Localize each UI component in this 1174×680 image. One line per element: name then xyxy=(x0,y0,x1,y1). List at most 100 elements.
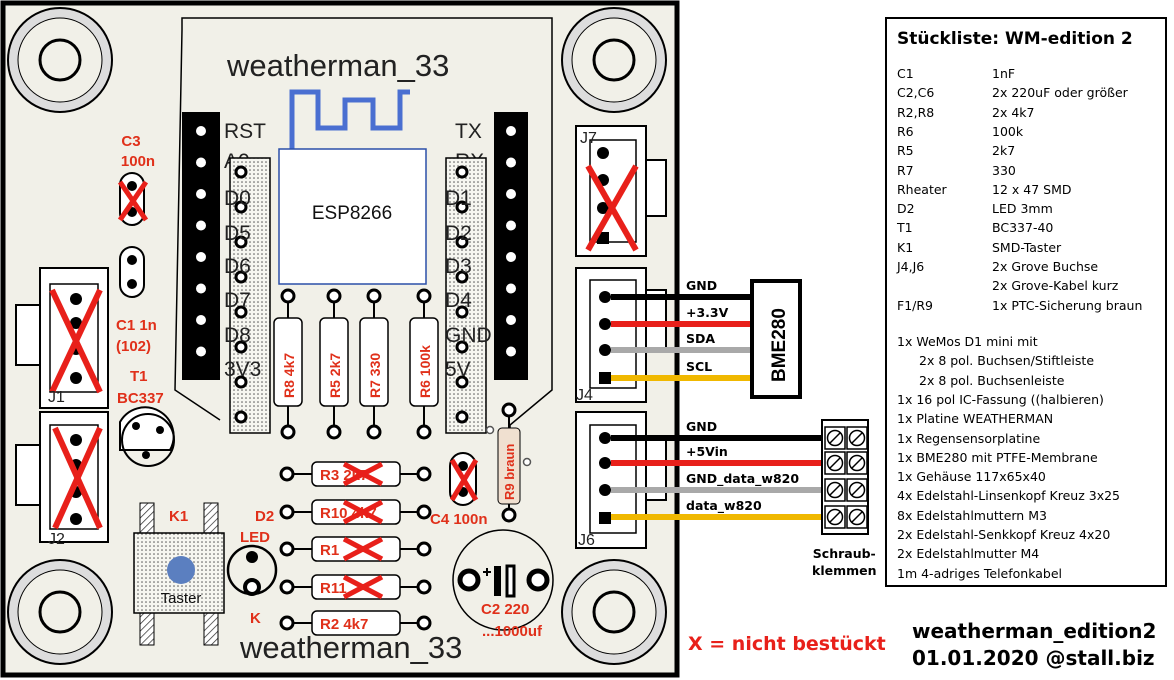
parts-list-item: 1x Platine WEATHERMAN xyxy=(897,411,1054,427)
taster-label: Taster xyxy=(161,590,202,607)
d2-label: D2 xyxy=(255,508,274,525)
legend-not-populated: X = nicht bestückt xyxy=(688,633,886,655)
parts-list-ref: T1 xyxy=(897,220,913,236)
header-pin xyxy=(196,346,206,357)
c2-range: ...1000uf xyxy=(482,623,543,640)
header-left xyxy=(182,112,220,380)
r6-label: R6 100k xyxy=(417,345,433,398)
c4-label: C4 100n xyxy=(430,511,488,528)
connector-j7 xyxy=(575,125,667,257)
pcb-title-bottom: weatherman_33 xyxy=(239,630,462,665)
parts-list-part: 12 x 47 SMD xyxy=(992,181,1072,197)
resistor-r2: R2 4k7 xyxy=(279,610,432,636)
socket-pin xyxy=(455,375,469,389)
resistor-r11: R11 xyxy=(279,574,432,600)
edition-info: weatherman_edition2 01.01.2020 @stall.bi… xyxy=(912,618,1156,672)
bme-wire-label: +3.3V xyxy=(686,305,729,320)
screw-terminal-label-line2: klemmen xyxy=(812,563,877,578)
mounting-hole-top-right xyxy=(561,7,667,113)
parts-list-item: 1x BME280 mit PTFE-Membrane xyxy=(897,449,1098,465)
j6-label: J6 xyxy=(578,532,595,549)
socket-pin xyxy=(455,235,469,249)
left-pin-label: D7 xyxy=(224,289,251,312)
switch-k1-button xyxy=(167,556,195,584)
j4-label: J4 xyxy=(576,387,593,404)
socket-pin xyxy=(234,410,248,424)
t1-type: BC337 xyxy=(117,390,164,407)
c1-label: C1 1n xyxy=(116,317,157,334)
parts-list-item: 2x Edelstahlmutter M4 xyxy=(897,546,1040,562)
led-d2 xyxy=(226,544,278,596)
switch-k1-pad-tl xyxy=(139,502,155,534)
j1-label: J1 xyxy=(48,389,65,406)
r1-label: R1 xyxy=(320,542,339,559)
switch-k1-pad-bl xyxy=(139,612,155,646)
resistor-r9 xyxy=(485,402,532,523)
left-pin-label: 3V3 xyxy=(224,358,261,381)
right-pin-label: 5V xyxy=(445,358,471,381)
bme-wire-label: GND xyxy=(686,278,717,293)
k-label: K xyxy=(250,610,261,627)
resistor-r7: R7 330 xyxy=(359,288,389,440)
connector-j1 xyxy=(15,267,109,409)
left-pin-label: D5 xyxy=(224,222,251,245)
parts-list-ref: R2,R8 xyxy=(897,104,935,120)
header-pin xyxy=(506,283,516,294)
header-pin xyxy=(196,189,206,199)
pcb-title-top: weatherman_33 xyxy=(226,48,449,83)
socket-pin xyxy=(455,410,469,424)
transistor-t1 xyxy=(119,406,175,467)
c2-label: C2 220 xyxy=(481,601,529,618)
resistor-r5: R5 2k7 xyxy=(319,288,349,440)
resistor-r8: R8 4k7 xyxy=(273,288,303,440)
capacitor-c2 xyxy=(452,529,554,631)
parts-list-part: 2k7 xyxy=(992,143,1016,159)
parts-list-part: 2x 220uF oder größer xyxy=(992,85,1128,101)
j2-label: J2 xyxy=(48,531,65,548)
header-pin xyxy=(196,315,206,325)
header-pin xyxy=(506,189,516,199)
socket-pin xyxy=(234,235,248,249)
screw-terminal-label-line1: Schraub- xyxy=(812,546,876,561)
r8-label: R8 4k7 xyxy=(281,353,297,398)
capacitor-c4 xyxy=(449,452,479,506)
k1-label: K1 xyxy=(169,508,188,525)
parts-list-ref: F1/R9 xyxy=(897,297,933,313)
socket-pin xyxy=(234,270,248,284)
parts-list-part: 1x PTC-Sicherung braun xyxy=(992,297,1143,313)
parts-list-ref: R5 xyxy=(897,143,914,159)
resistor-r3: R3 2k7 xyxy=(279,461,432,487)
bme280-label: BME280 xyxy=(769,308,790,382)
edition-name: weatherman_edition2 xyxy=(912,619,1157,643)
parts-list-part: 2x 4k7 xyxy=(992,104,1035,120)
header-pin xyxy=(506,220,516,231)
bme-wire-label: SDA xyxy=(686,331,715,346)
left-pin-label: D6 xyxy=(224,255,251,278)
socket-pin xyxy=(455,305,469,319)
parts-list-item: 2x Edelstahl-Senkkopf Kreuz 4x20 xyxy=(897,527,1111,542)
right-pin-label: D1 xyxy=(445,187,472,210)
parts-list-part: 100k xyxy=(992,123,1024,139)
switch-k1-pad-tr xyxy=(203,502,219,534)
r5-label: R5 2k7 xyxy=(327,353,343,398)
socket-pin xyxy=(234,200,248,214)
c1-code: (102) xyxy=(116,338,151,355)
r11-label: R11 xyxy=(320,580,347,597)
parts-list-item: 1m 4-adriges Telefonkabel xyxy=(897,565,1062,581)
header-pin xyxy=(506,252,516,262)
right-pin-label: D3 xyxy=(445,255,472,278)
header-pin xyxy=(196,220,206,231)
header-pin xyxy=(506,126,516,136)
parts-list-ref: C1 xyxy=(897,66,914,81)
socket-pin xyxy=(455,200,469,214)
parts-list-ref: Rheater xyxy=(897,181,947,197)
r2-label: R2 4k7 xyxy=(320,616,368,633)
parts-list-item: 1x Gehäuse 117x65x40 xyxy=(897,469,1046,485)
parts-list-ref: D2 xyxy=(897,201,915,217)
parts-list-item: 8x Edelstahlmuttern M3 xyxy=(897,507,1047,523)
header-right xyxy=(494,112,528,380)
parts-list-item: 2x 8 pol. Buchsen/Stiftleiste xyxy=(919,353,1095,369)
parts-list-part: 2x Grove-Kabel kurz xyxy=(992,278,1119,294)
socket-pin xyxy=(455,340,469,354)
